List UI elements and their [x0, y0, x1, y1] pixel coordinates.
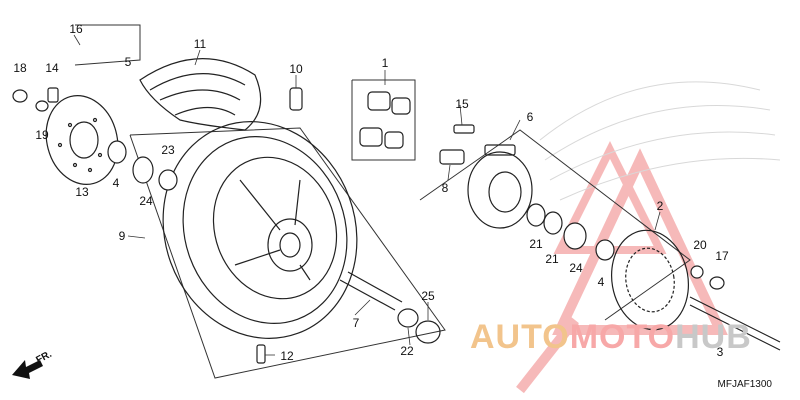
watermark-part1: AUTO: [470, 318, 570, 356]
final-driven-sprocket: [610, 229, 690, 331]
callout-25: 25: [421, 289, 435, 303]
callout-22: 22: [400, 344, 414, 358]
small-parts: [12, 87, 781, 364]
damper-rubbers: [359, 91, 411, 149]
watermark-part2: MOTO: [569, 318, 676, 356]
callout-6: 6: [526, 110, 534, 124]
callout-19: 19: [35, 128, 49, 142]
watermark-part3: HUB: [675, 318, 752, 356]
driven-flange-hub: [467, 144, 533, 229]
callout-4b: 4: [597, 275, 605, 289]
front-arrow: [12, 360, 43, 379]
callout-13: 13: [75, 185, 89, 199]
callout-2: 2: [656, 199, 664, 213]
callout-20: 20: [693, 238, 707, 252]
callout-11: 11: [193, 37, 207, 51]
callout-10: 10: [289, 62, 303, 76]
callout-5: 5: [124, 55, 132, 69]
diagram-code: MFJAF1300: [717, 379, 772, 390]
callout-1: 1: [381, 56, 389, 70]
tire: [139, 58, 262, 131]
watermark-text: AUTOMOTOHUB: [470, 318, 752, 357]
callout-8: 8: [441, 181, 449, 195]
callout-4a: 4: [112, 176, 120, 190]
callout-12: 12: [280, 349, 294, 363]
callout-9: 9: [118, 229, 126, 243]
wheel-rim: [162, 121, 358, 339]
leader-lines: [73, 34, 721, 356]
callout-24a: 24: [139, 194, 153, 208]
callout-16: 16: [69, 22, 83, 36]
brake-disc: [45, 94, 119, 186]
callout-21a: 21: [529, 237, 543, 251]
callout-23: 23: [161, 143, 175, 157]
callout-21b: 21: [545, 252, 559, 266]
callout-14: 14: [45, 61, 59, 75]
callout-3: 3: [716, 345, 724, 359]
callout-24b: 24: [569, 261, 583, 275]
callout-17: 17: [715, 249, 729, 263]
callout-7: 7: [352, 316, 360, 330]
hatching-background: [539, 81, 781, 201]
callout-18: 18: [13, 61, 27, 75]
callout-15: 15: [455, 97, 469, 111]
